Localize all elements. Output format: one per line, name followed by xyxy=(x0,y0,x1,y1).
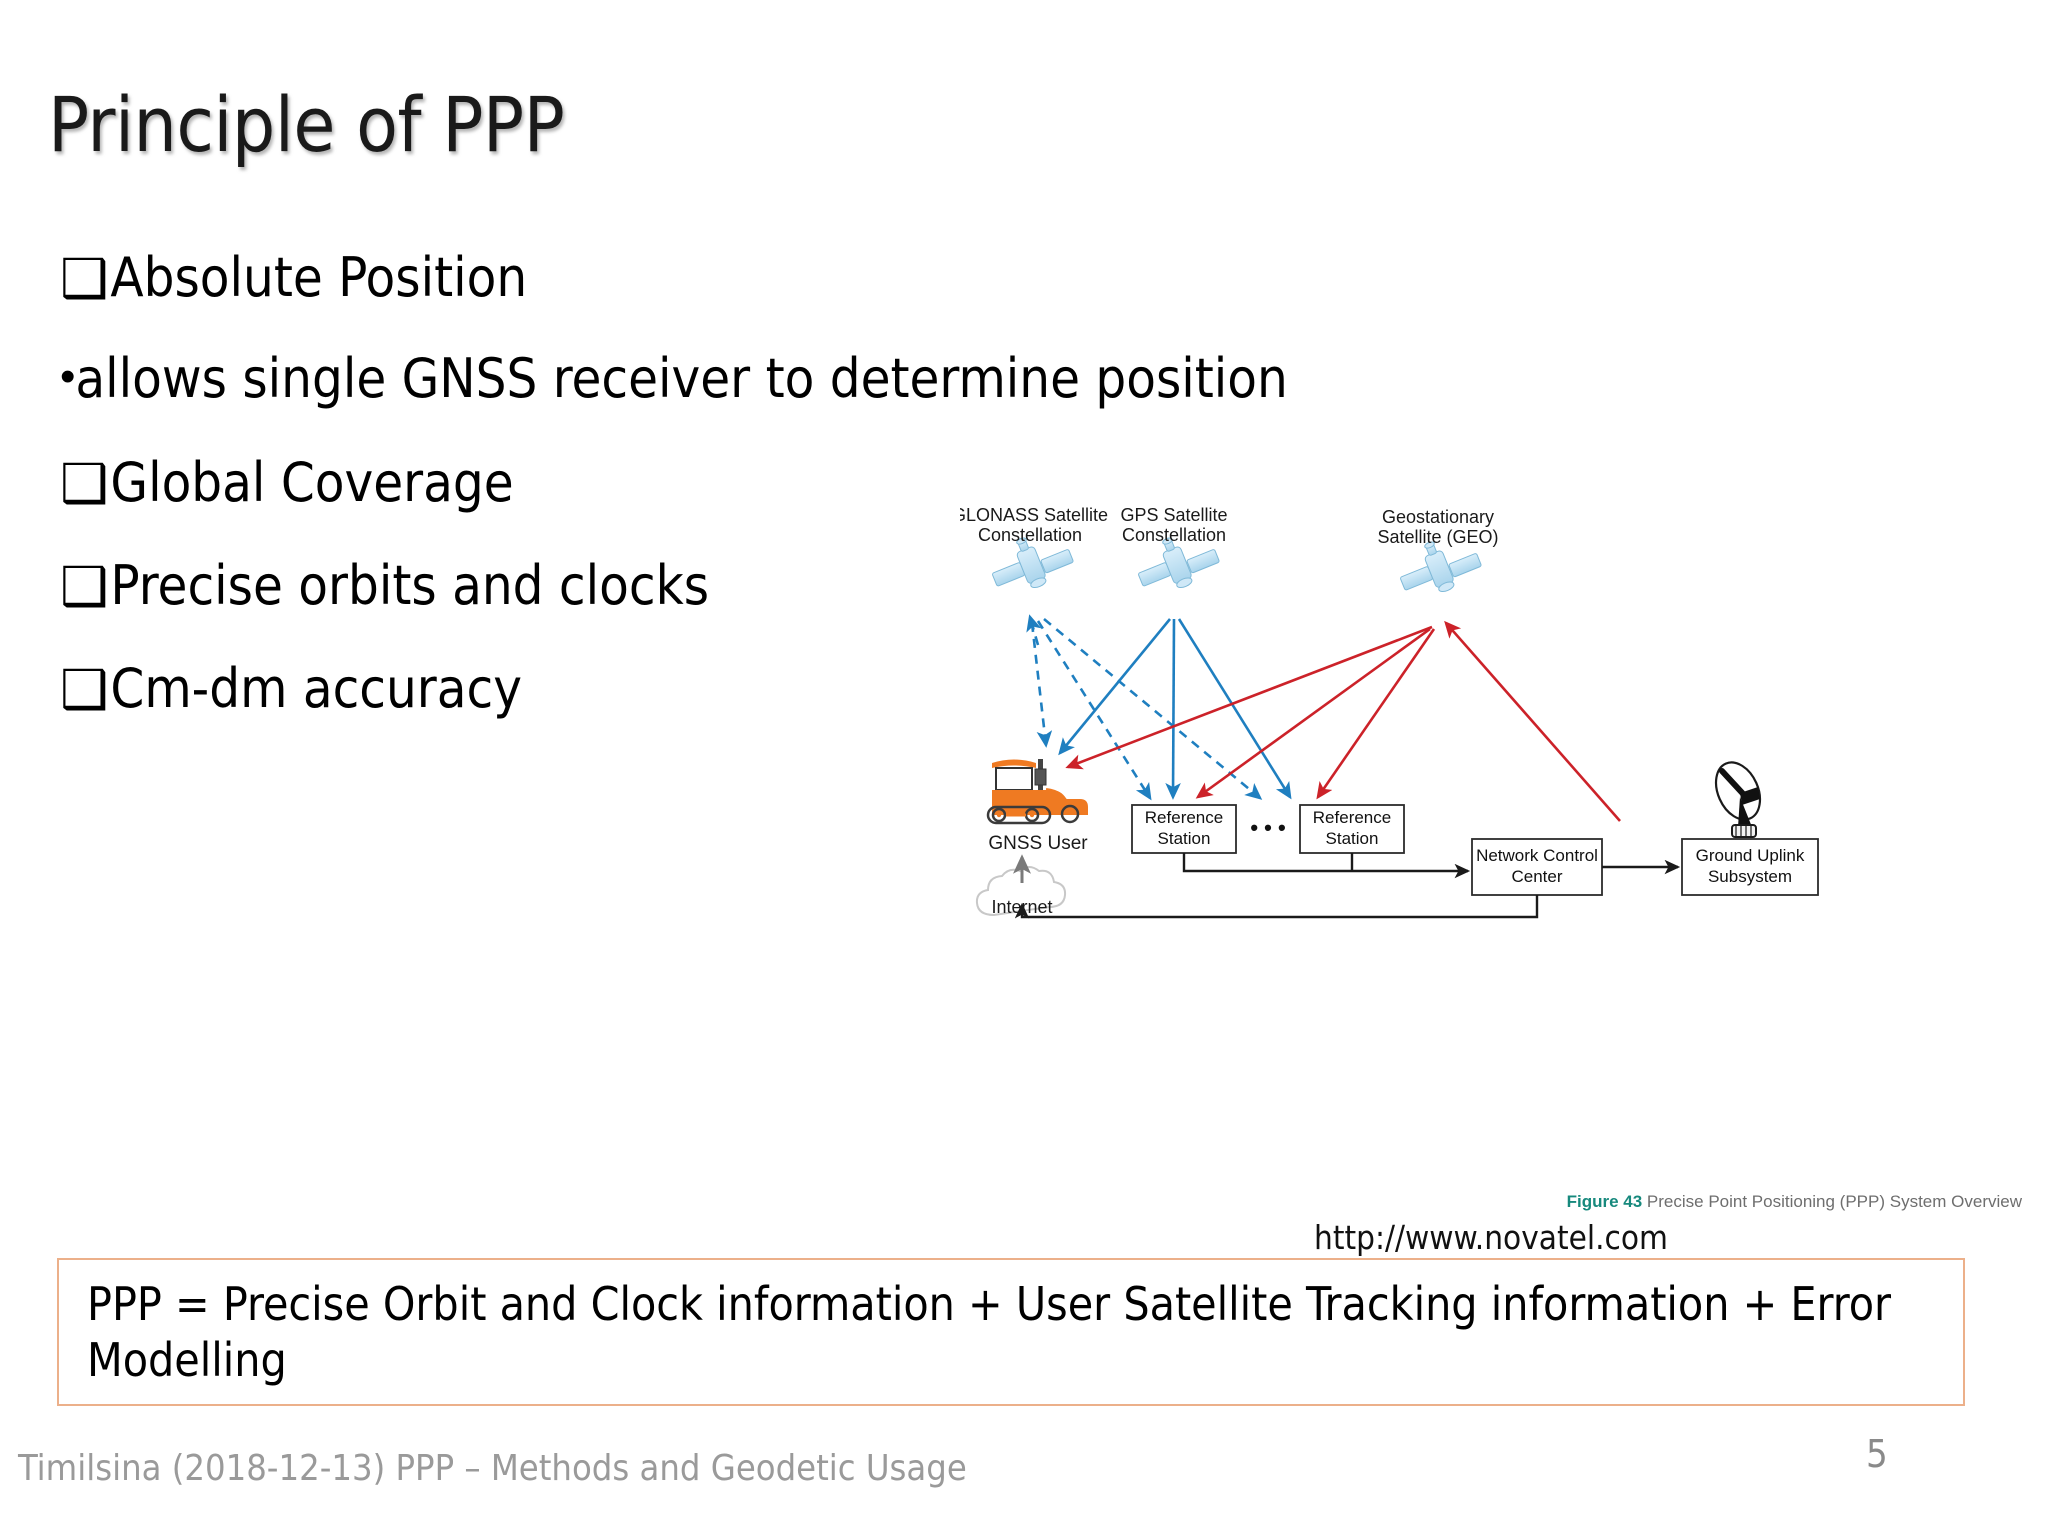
ncc-line2: Center xyxy=(1511,867,1562,886)
figure-caption-text: Precise Point Positioning (PPP) System O… xyxy=(1642,1192,2022,1211)
geo-label-line1: Geostationary xyxy=(1382,507,1494,527)
gps-satellite-icon xyxy=(1138,537,1220,589)
uplink-dish-antenna-icon xyxy=(1714,761,1762,838)
figure-number: Figure 43 xyxy=(1566,1192,1643,1211)
geo-label-line2: Satellite (GEO) xyxy=(1377,527,1498,547)
network-control-center: Network Control Center xyxy=(1471,838,1603,896)
gus-line2: Subsystem xyxy=(1708,867,1792,886)
dot-bullet-icon: • xyxy=(60,351,76,401)
reference-station-1-line1: Reference xyxy=(1145,808,1223,827)
bullet-text: Global Coverage xyxy=(110,451,514,515)
geo-satellite-icon xyxy=(1400,541,1482,593)
gps-signal-links xyxy=(1058,618,1292,800)
reference-station-2: Reference Station xyxy=(1299,804,1405,854)
bullet-text: Absolute Position xyxy=(110,246,528,309)
glonass-satellite-icon xyxy=(992,537,1074,589)
reference-station-2-line2: Station xyxy=(1326,829,1379,848)
ncc-line1: Network Control xyxy=(1476,846,1598,865)
gps-label-line1: GPS Satellite xyxy=(1120,505,1227,525)
bullet-list: ❑ Absolute Position • allows single GNSS… xyxy=(60,246,1288,747)
glonass-label-line1: GLONASS Satellite xyxy=(960,505,1108,525)
network-connectors xyxy=(1014,853,1681,919)
glonass-label-line2: Constellation xyxy=(978,525,1082,545)
geo-signal-links xyxy=(1065,620,1621,822)
ground-uplink-subsystem: Ground Uplink Subsystem xyxy=(1681,838,1819,896)
reference-station-ellipsis: • • • xyxy=(1250,815,1285,840)
reference-station-1: Reference Station xyxy=(1131,804,1237,854)
ppp-definition-callout: PPP = Precise Orbit and Clock informatio… xyxy=(57,1258,1965,1406)
bullet-text: Precise orbits and clocks xyxy=(110,554,710,618)
box-bullet-icon: ❑ xyxy=(60,247,109,310)
list-item: ❑ Absolute Position xyxy=(60,246,1240,310)
list-item: ❑ Global Coverage xyxy=(60,455,1240,512)
ppp-definition-text: PPP = Precise Orbit and Clock informatio… xyxy=(87,1277,1892,1388)
figure-caption: Figure 43 Precise Point Positioning (PPP… xyxy=(960,1192,2022,1212)
box-bullet-icon: ❑ xyxy=(60,555,109,619)
bullet-text: allows single GNSS receiver to determine… xyxy=(75,346,1288,410)
list-item: ❑ Precise orbits and clocks xyxy=(60,554,1240,619)
list-item: ❑ Cm-dm accuracy xyxy=(60,656,1240,721)
gps-label-line2: Constellation xyxy=(1122,525,1226,545)
glonass-signal-links xyxy=(1030,617,1263,801)
ppp-system-diagram: GNSS User Internet Reference Station • •… xyxy=(960,505,2020,925)
reference-station-2-line1: Reference xyxy=(1313,808,1391,827)
page-number: 5 xyxy=(1866,1432,1888,1476)
gnss-user-tractor-icon xyxy=(986,759,1088,825)
box-bullet-icon: ❑ xyxy=(60,657,109,721)
reference-station-1-line2: Station xyxy=(1158,829,1211,848)
box-bullet-icon: ❑ xyxy=(60,452,109,516)
slide-footer: Timilsina (2018-12-13) PPP – Methods and… xyxy=(18,1448,967,1489)
page-title: Principle of PPP xyxy=(48,80,565,169)
bullet-text: Cm-dm accuracy xyxy=(110,656,522,720)
list-item: • allows single GNSS receiver to determi… xyxy=(60,350,1288,408)
figure-source-url: http://www.novatel.com xyxy=(1314,1218,1668,1257)
gnss-user-label: GNSS User xyxy=(988,833,1088,854)
gus-line1: Ground Uplink xyxy=(1696,846,1805,865)
